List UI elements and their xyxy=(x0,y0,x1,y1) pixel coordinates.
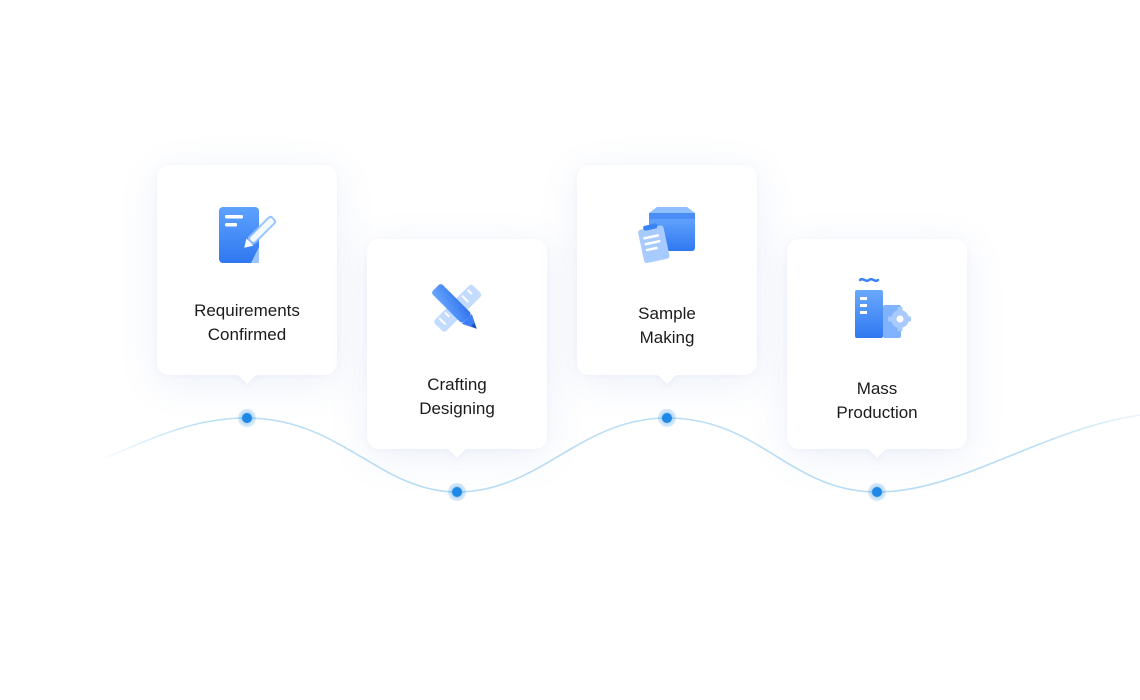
step-label-line1: Requirements xyxy=(194,301,300,320)
step-label-line2: Making xyxy=(639,328,695,347)
step-label-line1: Sample xyxy=(638,304,696,323)
timeline-node xyxy=(238,409,256,427)
step-label: Crafting Designing xyxy=(367,373,547,421)
step-label-line2: Confirmed xyxy=(207,325,287,344)
step-label-line1: Mass xyxy=(856,379,898,398)
timeline-node xyxy=(658,409,676,427)
step-label: Requirements Confirmed xyxy=(157,299,337,347)
step-card-designing: Crafting Designing xyxy=(367,239,547,449)
factory-gear-icon xyxy=(855,277,911,338)
step-card-requirements: Requirements Confirmed xyxy=(157,165,337,375)
step-label: Mass Production xyxy=(787,377,967,425)
timeline-node xyxy=(448,483,466,501)
step-card-sample: Sample Making xyxy=(577,165,757,375)
step-label-line2: Production xyxy=(836,403,918,422)
document-pen-icon xyxy=(219,207,277,263)
timeline-node xyxy=(868,483,886,501)
step-label-line2: Designing xyxy=(419,399,495,418)
box-clipboard-icon xyxy=(638,207,695,264)
step-label-line1: Crafting xyxy=(427,375,487,394)
step-label: Sample Making xyxy=(577,302,757,350)
pencil-ruler-icon xyxy=(432,284,482,332)
step-card-production: Mass Production xyxy=(787,239,967,449)
